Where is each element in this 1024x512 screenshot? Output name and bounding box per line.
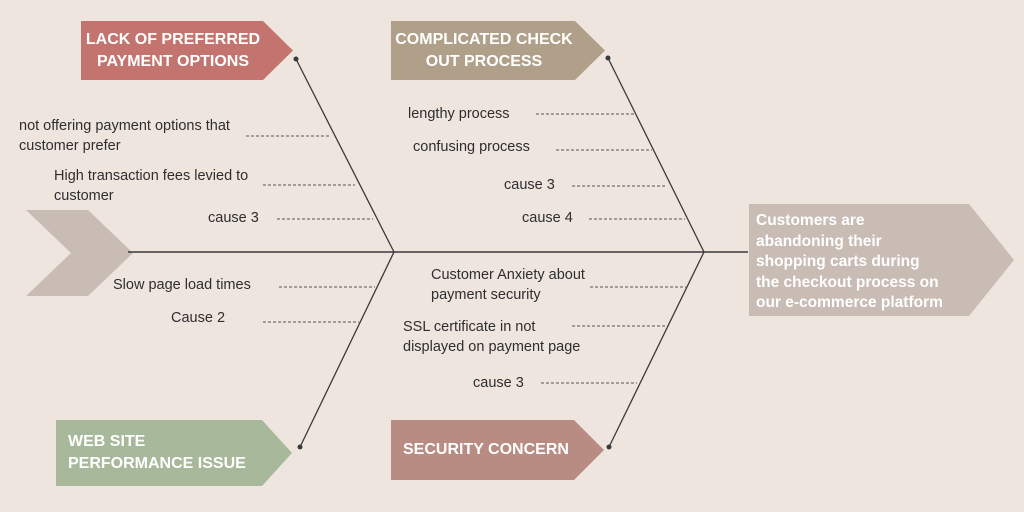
cause-text: cause 3 — [208, 210, 259, 226]
category-security-line1: SECURITY CONCERN — [403, 441, 569, 458]
dot-payment — [293, 56, 299, 62]
category-performance: WEB SITE PERFORMANCE ISSUE — [56, 420, 292, 486]
effect-line: shopping carts during — [756, 253, 920, 270]
cause-text: cause 4 — [522, 210, 573, 226]
category-payment-line2: PAYMENT OPTIONS — [96, 52, 250, 70]
cause-text: Slow page load times — [113, 277, 251, 293]
effect-statement: Customers are abandoning their shopping … — [756, 211, 971, 314]
category-performance-line2: PERFORMANCE ISSUE — [68, 455, 246, 472]
bone-checkout — [607, 57, 705, 253]
effect-line: our e-commerce platform — [756, 294, 943, 311]
cause-text: High transaction fees levied to — [54, 168, 249, 184]
effect-line: abandoning their — [756, 232, 882, 250]
cause-checkout-3: cause 3 — [504, 175, 555, 195]
dot-performance — [297, 444, 303, 450]
cause-text: customer — [54, 188, 114, 204]
category-checkout-line2: OUT PROCESS — [425, 52, 543, 70]
cause-checkout-1: lengthy process — [408, 104, 510, 124]
cause-payment-3: cause 3 — [208, 208, 259, 228]
effect-arrow — [749, 204, 1014, 316]
cause-security-2: SSL certificate in not displayed on paym… — [403, 317, 580, 357]
category-checkout-line1: COMPLICATED CHECK — [395, 30, 573, 48]
cause-text: lengthy process — [408, 106, 510, 122]
effect-line: Customers are — [756, 212, 865, 229]
cause-payment-1: not offering payment options that custom… — [19, 116, 230, 156]
cause-text: not offering payment options that — [19, 118, 230, 134]
cause-security-3: cause 3 — [473, 373, 524, 393]
category-performance-line1: WEB SITE — [68, 433, 146, 450]
cause-checkout-4: cause 4 — [522, 208, 573, 228]
cause-performance-1: Slow page load times — [113, 275, 251, 295]
cause-text: cause 3 — [504, 177, 555, 193]
cause-security-1: Customer Anxiety about payment security — [431, 265, 585, 305]
cause-performance-2: Cause 2 — [171, 308, 225, 328]
category-security: SECURITY CONCERN — [391, 420, 604, 480]
tail-chevron — [26, 210, 133, 296]
cause-text: confusing process — [413, 139, 530, 155]
bone-performance — [299, 251, 395, 448]
bone-security — [608, 251, 705, 448]
dot-checkout — [605, 55, 611, 61]
bone-payment — [295, 58, 395, 253]
cause-text: cause 3 — [473, 375, 524, 391]
cause-text: payment security — [431, 287, 541, 303]
cause-text: customer prefer — [19, 138, 121, 154]
category-checkout: COMPLICATED CHECK OUT PROCESS — [391, 21, 605, 80]
cause-text: Cause 2 — [171, 310, 226, 326]
cause-checkout-2: confusing process — [413, 137, 530, 157]
effect-line: the checkout process on — [756, 273, 939, 291]
cause-payment-2: High transaction fees levied to customer — [54, 166, 248, 206]
cause-text: SSL certificate in not — [403, 319, 536, 335]
category-payment: LACK OF PREFERRED PAYMENT OPTIONS — [81, 21, 293, 80]
cause-text: Customer Anxiety about — [431, 267, 585, 283]
cause-text: displayed on payment page — [403, 339, 581, 355]
category-payment-line1: LACK OF PREFERRED — [85, 30, 261, 48]
dot-security — [606, 444, 612, 450]
